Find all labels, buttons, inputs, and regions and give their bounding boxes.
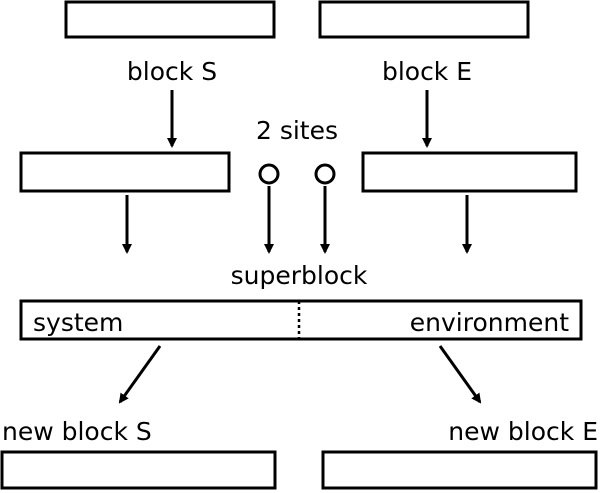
label-environment: environment: [410, 308, 569, 337]
label-new-block-e: new block E: [448, 417, 598, 446]
superblock-box: [19, 299, 583, 341]
middle-block-e: [361, 151, 578, 193]
label-system: system: [33, 308, 123, 337]
middle-block-s: [19, 151, 231, 193]
label-block-e: block E: [382, 57, 472, 86]
top-block-s: [64, 0, 276, 39]
arrow-environment-to-new-e: [438, 345, 482, 404]
label-block-s: block S: [127, 57, 217, 86]
site-left: [258, 163, 280, 185]
label-two-sites: 2 sites: [256, 116, 338, 145]
label-new-block-s: new block S: [2, 417, 152, 446]
label-superblock: superblock: [231, 261, 368, 290]
new-block-s-box: [0, 450, 277, 490]
top-block-e: [318, 0, 530, 39]
site-right: [314, 163, 336, 185]
arrow-system-to-new-s: [118, 345, 162, 404]
new-block-e-box: [321, 450, 598, 490]
